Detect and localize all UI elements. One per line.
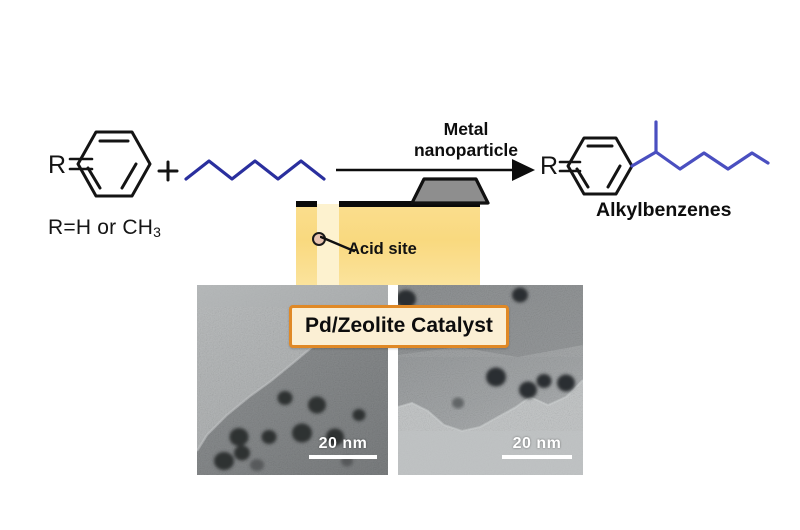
reactant-benzene-ring: R <box>48 130 152 198</box>
r-definition-label: R=H or CH3 <box>48 216 161 240</box>
arrow-label: Metal nanoparticle <box>386 119 546 162</box>
scale-bar-left: 20 nm <box>309 435 377 459</box>
acid-site-label: Acid site <box>348 240 417 258</box>
reactant-alkane-chain-icon <box>184 159 326 181</box>
product-alkylbenzene-structure: R <box>540 120 770 196</box>
scale-bar-right: 20 nm <box>502 435 572 459</box>
scale-bar-line <box>309 455 377 459</box>
acid-site-leader-line <box>320 235 356 253</box>
reactant-r-label: R <box>48 151 66 179</box>
metal-nanoparticle-icon <box>410 177 490 205</box>
product-label: Alkylbenzenes <box>596 199 732 221</box>
support-surface-bar-right <box>339 201 480 207</box>
reaction-arrow-icon <box>336 159 535 181</box>
arrow-label-line1: Metal <box>443 119 489 139</box>
zeolite-pore-channel <box>317 204 339 285</box>
r-definition-subscript: 3 <box>153 224 162 241</box>
r-definition-text: R=H or CH <box>48 216 154 239</box>
arrow-label-line2: nanoparticle <box>413 140 519 161</box>
product-r-label: R <box>540 152 558 180</box>
plus-sign-icon <box>157 160 179 182</box>
catalyst-badge: Pd/Zeolite Catalyst <box>289 305 509 348</box>
support-surface-bar-left <box>296 201 317 207</box>
scale-bar-label: 20 nm <box>512 435 562 452</box>
scale-bar-line <box>502 455 572 459</box>
scale-bar-label: 20 nm <box>318 435 368 452</box>
